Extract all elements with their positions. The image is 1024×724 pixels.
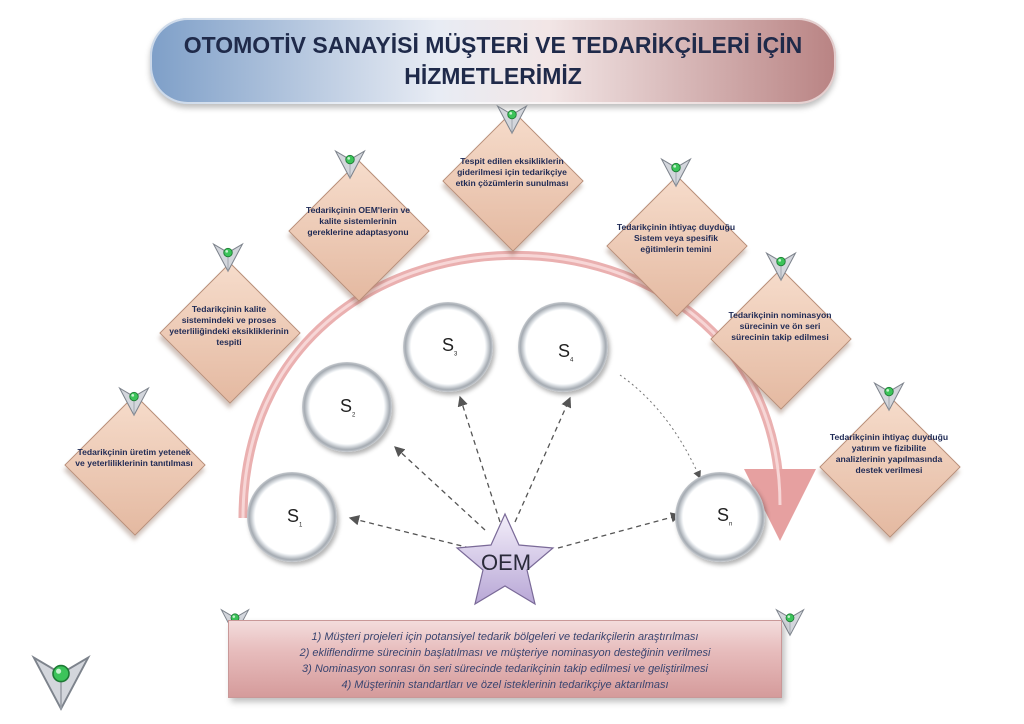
arrow-s4-sn bbox=[619, 374, 701, 479]
logo-icon bbox=[765, 251, 797, 282]
service-item-3: 3) Nominasyon sonrası ön seri sürecinde … bbox=[302, 663, 708, 675]
service-item-4: 4) Müşterinin standartları ve özel istek… bbox=[341, 679, 669, 691]
services-box: 1) Müşteri projeleri için potansiyel ted… bbox=[228, 620, 782, 698]
step-text-1: Tedarikçinin üretim yetenek ve yeterlili… bbox=[75, 447, 193, 468]
arrow-oem-s2 bbox=[394, 446, 486, 531]
supplier-node-s3 bbox=[403, 302, 493, 392]
company-logo-icon bbox=[31, 655, 91, 711]
supplier-node-sn bbox=[675, 472, 765, 562]
oem-label: OEM bbox=[480, 550, 532, 575]
title-banner: OTOMOTİV SANAYİSİ MÜŞTERİ VE TEDARİKÇİLE… bbox=[150, 18, 836, 104]
step-text-4: Tespit edilen eksikliklerin giderilmesi … bbox=[455, 156, 569, 188]
supplier-label-s2: S2 bbox=[340, 396, 356, 419]
step-text-2: Tedarikçinin kalite sistemindeki ve pros… bbox=[169, 304, 289, 347]
logo-icon bbox=[873, 381, 905, 412]
logo-icon bbox=[212, 242, 244, 273]
step-text-3: Tedarikçinin OEM'lerin ve kalite sisteml… bbox=[305, 205, 411, 237]
supplier-node-s4 bbox=[518, 302, 608, 392]
supplier-label-s1: S1 bbox=[287, 506, 303, 529]
supplier-label-sn: Sn bbox=[717, 505, 733, 528]
supplier-node-s1 bbox=[247, 472, 337, 562]
logo-icon bbox=[775, 608, 805, 637]
arrow-oem-s3 bbox=[457, 395, 501, 523]
supplier-label-s4: S4 bbox=[558, 341, 574, 364]
logo-icon bbox=[496, 104, 528, 135]
logo-icon bbox=[334, 149, 366, 180]
service-item-2: 2) ekliflendirme sürecinin başlatılması … bbox=[299, 647, 711, 659]
arrow-oem-sn bbox=[557, 512, 682, 549]
arrow-oem-s4 bbox=[514, 396, 572, 523]
logo-icon bbox=[660, 157, 692, 188]
step-text-6: Tedarikçinin nominasyon sürecinin ve ön … bbox=[728, 310, 832, 342]
supplier-label-s3: S3 bbox=[442, 335, 458, 358]
supplier-node-s2 bbox=[302, 362, 392, 452]
logo-icon bbox=[118, 386, 150, 417]
step-text-7: Tedarikçinin ihtiyaç duyduğu yatırım ve … bbox=[829, 432, 949, 475]
step-text-5: Tedarikçinin ihtiyaç duyduğu Sistem veya… bbox=[616, 222, 736, 254]
oem-star bbox=[455, 512, 555, 606]
arrow-oem-s1 bbox=[348, 515, 471, 549]
service-item-1: 1) Müşteri projeleri için potansiyel ted… bbox=[311, 631, 699, 643]
page-title: OTOMOTİV SANAYİSİ MÜŞTERİ VE TEDARİKÇİLE… bbox=[183, 32, 803, 89]
